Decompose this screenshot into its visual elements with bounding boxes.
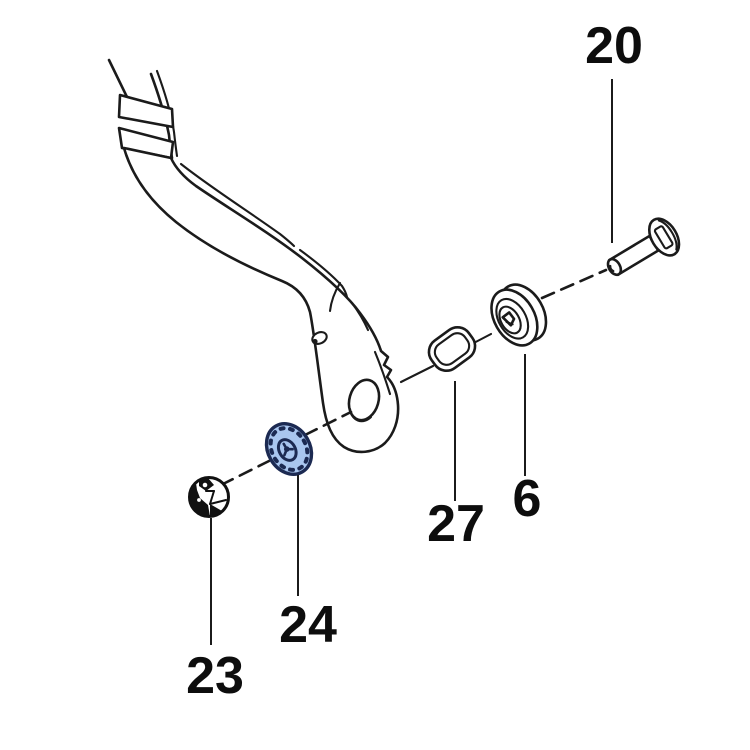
arm-edge-inner-line-3 xyxy=(350,301,370,332)
arm-slot-pin xyxy=(312,338,318,345)
nut-highlight-dot-2 xyxy=(197,498,201,502)
arm-edge-inner-line-1 xyxy=(179,162,296,248)
part-nut-23[interactable] xyxy=(188,476,230,518)
seal-ring-outer xyxy=(427,325,477,373)
part-bolt-20[interactable] xyxy=(599,213,685,286)
lever-shaft-left-edge xyxy=(107,58,129,99)
axis-segment-nut-washer xyxy=(219,459,271,487)
arm-edge-inner-line-2 xyxy=(298,248,349,299)
callout-label-27[interactable]: 27 xyxy=(427,495,485,553)
lever-arm xyxy=(107,58,400,454)
bolt-head-flange-arc xyxy=(657,219,678,251)
callout-label-23[interactable]: 23 xyxy=(186,647,244,705)
nut-facet-lines xyxy=(205,490,227,505)
bushing-center-notch xyxy=(505,320,514,326)
axis-segment-washer-hole xyxy=(303,410,353,437)
axis-segment-bushing-bolt xyxy=(540,268,608,300)
callout-label-20[interactable]: 20 xyxy=(585,17,643,75)
nut-highlight-dot-1 xyxy=(202,482,208,488)
lever-shaft-right-edge-inner xyxy=(155,69,179,158)
nut-dark-facet-bottom xyxy=(210,504,222,517)
seal-ring-inner xyxy=(433,332,471,366)
bolt-tip-chamfer xyxy=(609,264,615,273)
bracket-edge-inner-line xyxy=(373,350,392,396)
part-bushing-6[interactable] xyxy=(482,277,555,354)
bracket-crease-line xyxy=(328,281,342,313)
shaft-break-band-1 xyxy=(117,93,175,129)
callout-label-24[interactable]: 24 xyxy=(279,596,337,654)
part-washer-24[interactable] xyxy=(258,416,321,483)
part-seal-ring-27[interactable] xyxy=(423,322,480,377)
bolt-head-flat xyxy=(653,225,674,250)
washer-serration-ring xyxy=(268,426,310,472)
washer-hole-mark xyxy=(282,442,294,457)
callout-label-6[interactable]: 6 xyxy=(513,470,542,528)
leader-lines xyxy=(210,79,613,645)
axis-segment-bracket-ring xyxy=(399,364,435,384)
callout-labels: 20 27 6 24 23 xyxy=(186,17,643,705)
lever-arm-body xyxy=(122,146,400,454)
